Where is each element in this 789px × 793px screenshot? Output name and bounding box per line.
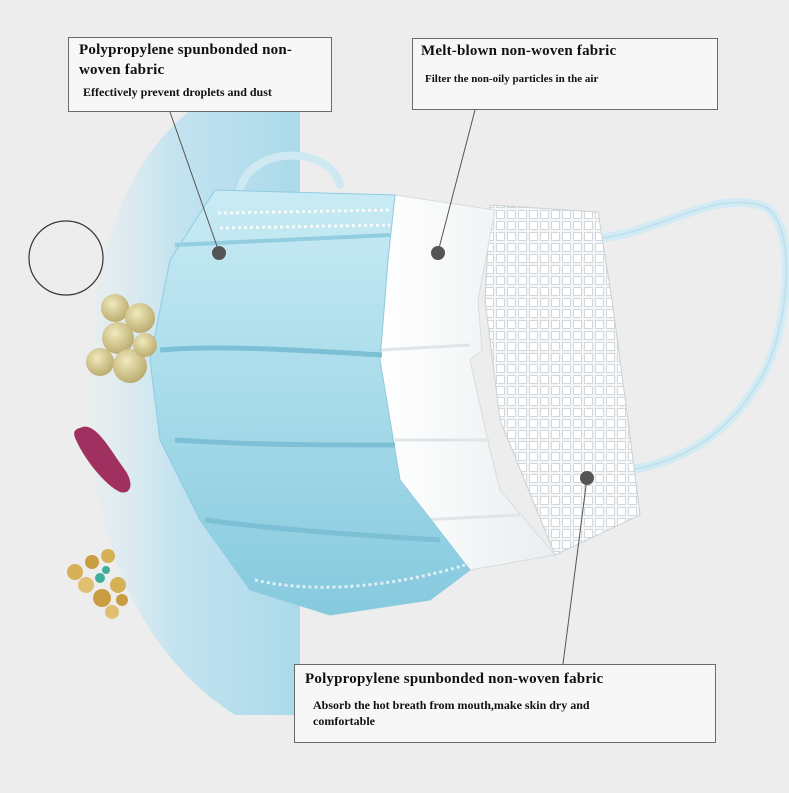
outer-blue-layer bbox=[149, 189, 471, 616]
particle-circle-icon bbox=[28, 220, 104, 296]
callout-inner-layer: Polypropylene spunbonded non-woven fabri… bbox=[294, 664, 716, 743]
marker-dot-middle-layer bbox=[431, 246, 445, 260]
marker-dot-outer-layer bbox=[212, 246, 226, 260]
inner-grid-layer bbox=[484, 204, 641, 556]
leader-line-1 bbox=[169, 111, 220, 253]
callout-middle-layer: Melt-blown non-woven fabric Filter the n… bbox=[412, 38, 718, 110]
callout-description: Absorb the hot breath from mouth,make sk… bbox=[313, 698, 590, 728]
callout-title: Melt-blown non-woven fabric bbox=[421, 43, 617, 59]
leader-line-2 bbox=[437, 109, 476, 253]
bacteria-icon bbox=[74, 426, 131, 493]
marker-dot-inner-layer bbox=[580, 471, 594, 485]
callout-title: Polypropylene spunbonded non-woven fabri… bbox=[305, 671, 604, 687]
callout-description: Effectively prevent droplets and dust bbox=[83, 85, 272, 99]
callout-title: Polypropylene spunbonded non-woven fabri… bbox=[79, 42, 293, 78]
leader-line-3 bbox=[562, 477, 588, 665]
dust-particles-icon bbox=[67, 549, 128, 619]
ear-loop-left bbox=[236, 151, 344, 194]
callout-description: Filter the non-oily particles in the air bbox=[425, 73, 599, 85]
pollen-cluster-icon bbox=[86, 294, 157, 383]
callout-outer-layer: Polypropylene spunbonded non-woven fabri… bbox=[68, 37, 332, 112]
